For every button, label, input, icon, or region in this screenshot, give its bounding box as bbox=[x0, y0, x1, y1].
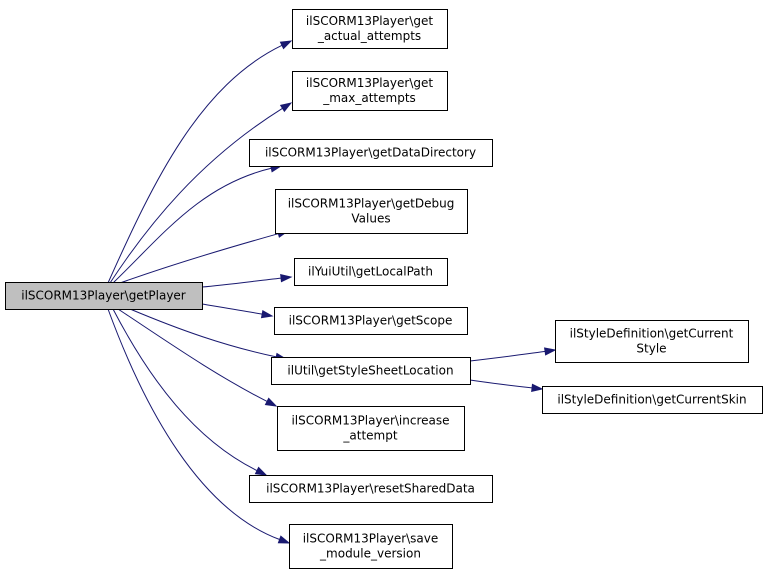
node-n8[interactable]: ilSCORM13Player\increase_attempt bbox=[277, 406, 465, 451]
edge-root-n9 bbox=[112, 308, 258, 472]
node-label-line: ilSCORM13Player\get bbox=[306, 76, 433, 90]
node-label-line: ilSCORM13Player\getScope bbox=[289, 314, 453, 328]
arrowhead-root-n9 bbox=[254, 466, 268, 476]
node-label-line: _module_version bbox=[319, 547, 421, 561]
node-n2[interactable]: ilSCORM13Player\get_max_attempts bbox=[292, 71, 448, 111]
node-box bbox=[249, 139, 493, 167]
edge-n7-n12 bbox=[469, 379, 533, 389]
node-box bbox=[5, 282, 203, 310]
node-box bbox=[292, 71, 448, 111]
edge-root-n6 bbox=[201, 303, 263, 315]
node-box bbox=[249, 475, 493, 503]
node-box bbox=[294, 258, 448, 286]
node-label-line: ilSCORM13Player\resetSharedData bbox=[266, 482, 475, 496]
arrowhead-root-n6 bbox=[260, 309, 274, 319]
node-label-line: ilStyleDefinition\getCurrentSkin bbox=[557, 393, 746, 407]
arrowhead-root-n5 bbox=[280, 273, 293, 283]
node-label-line: ilSCORM13Player\increase bbox=[291, 414, 449, 428]
arrowhead-root-n10 bbox=[277, 535, 291, 544]
node-box bbox=[542, 386, 763, 414]
node-label-line: ilYuiUtil\getLocalPath bbox=[308, 265, 433, 279]
node-box bbox=[292, 9, 448, 49]
node-label-line: ilSCORM13Player\getDebug bbox=[288, 197, 455, 211]
node-n9[interactable]: ilSCORM13Player\resetSharedData bbox=[249, 475, 493, 503]
node-label-line: Values bbox=[351, 212, 390, 226]
node-box bbox=[271, 357, 471, 385]
node-label-line: ilSCORM13Player\getPlayer bbox=[21, 289, 186, 303]
edge-root-n2 bbox=[109, 107, 283, 284]
node-label-line: _actual_attempts bbox=[317, 29, 421, 43]
edge-n7-n11 bbox=[469, 350, 546, 362]
edge-root-n10 bbox=[107, 308, 280, 540]
edge-root-n4 bbox=[119, 233, 279, 284]
node-label-line: ilUtil\getStyleSheetLocation bbox=[287, 364, 453, 378]
node-n1[interactable]: ilSCORM13Player\get_actual_attempts bbox=[292, 9, 448, 49]
node-box bbox=[289, 524, 453, 569]
arrowhead-n7-n11 bbox=[544, 347, 557, 356]
node-n3[interactable]: ilSCORM13Player\getDataDirectory bbox=[249, 139, 493, 167]
node-root[interactable]: ilSCORM13Player\getPlayer bbox=[5, 282, 203, 310]
node-n12[interactable]: ilStyleDefinition\getCurrentSkin bbox=[542, 386, 763, 414]
node-n7[interactable]: ilUtil\getStyleSheetLocation bbox=[271, 357, 471, 385]
node-box bbox=[555, 320, 749, 363]
edge-root-n1 bbox=[107, 44, 283, 284]
edge-root-n7 bbox=[129, 308, 277, 358]
node-n5[interactable]: ilYuiUtil\getLocalPath bbox=[294, 258, 448, 286]
edge-root-n8 bbox=[117, 308, 268, 402]
node-label-line: _max_attempts bbox=[322, 91, 416, 105]
arrowhead-root-n8 bbox=[264, 397, 278, 407]
node-box bbox=[277, 406, 465, 451]
arrowhead-root-n1 bbox=[279, 40, 293, 50]
arrowhead-n7-n12 bbox=[531, 383, 544, 393]
node-label-line: Style bbox=[636, 342, 666, 356]
node-label-line: ilStyleDefinition\getCurrent bbox=[570, 327, 734, 341]
node-label-line: ilSCORM13Player\get bbox=[306, 14, 433, 28]
nodes-layer: ilSCORM13Player\getPlayer ilSCORM13Player… bbox=[5, 9, 763, 569]
edge-root-n5 bbox=[201, 277, 282, 288]
node-box bbox=[274, 307, 468, 335]
node-box bbox=[275, 189, 468, 234]
node-n10[interactable]: ilSCORM13Player\save_module_version bbox=[289, 524, 453, 569]
arrowhead-root-n2 bbox=[279, 102, 293, 113]
node-label-line: _attempt bbox=[342, 429, 397, 443]
node-label-line: ilSCORM13Player\save bbox=[303, 532, 439, 546]
edge-root-n3 bbox=[112, 167, 272, 284]
node-label-line: ilSCORM13Player\getDataDirectory bbox=[265, 146, 476, 160]
node-n6[interactable]: ilSCORM13Player\getScope bbox=[274, 307, 468, 335]
